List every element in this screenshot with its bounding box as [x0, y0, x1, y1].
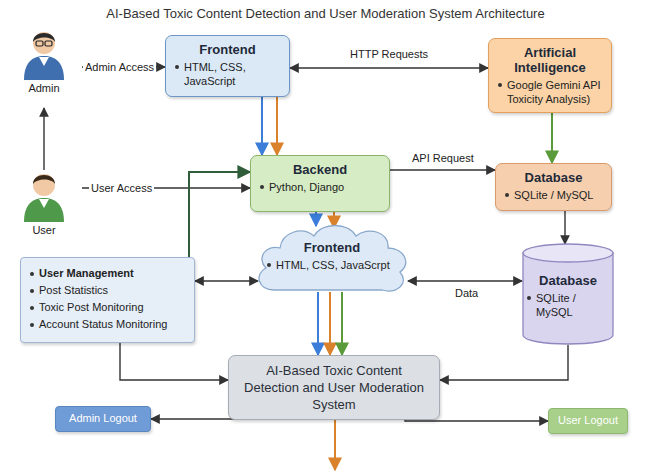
edge-label: Admin Access: [83, 61, 156, 73]
bullet-row: User Management: [29, 266, 186, 281]
node-heading: Frontend: [266, 240, 398, 255]
bullet-row: Post Statistics: [29, 283, 186, 298]
connector: [317, 292, 319, 355]
bullet-row: SQLite / MySQL: [526, 291, 610, 319]
bullet-dot: [505, 193, 509, 197]
bullet-dot: [527, 296, 531, 300]
connector: [315, 212, 317, 226]
edge-label: User Access: [89, 182, 154, 194]
btn-node: Admin Logout: [55, 406, 151, 432]
cyl-node: DatabaseSQLite / MySQL: [522, 243, 614, 345]
person-icon: [19, 168, 69, 222]
connector: [440, 345, 568, 380]
box-node: BackendPython, Django: [250, 155, 390, 212]
bullet-dot: [30, 272, 34, 276]
person-icon: [19, 26, 69, 80]
bullet-row: HTML, CSS, JavaScrpt: [266, 258, 398, 272]
connector: [276, 97, 278, 155]
connector: [189, 172, 250, 257]
person-node: User: [14, 168, 74, 248]
connector: [120, 343, 228, 380]
edge-label: HTTP Requests: [348, 48, 430, 60]
box-node: Artificial IntelligenceGoogle Gemini API…: [488, 38, 612, 113]
connector: [551, 113, 553, 163]
connector: [43, 108, 44, 170]
logout-label: Admin Logout: [62, 412, 144, 424]
edge-label: Data: [453, 287, 480, 299]
bullet-row: Google Gemini API Toxicity Analysis): [497, 78, 603, 106]
connector: [261, 97, 263, 155]
node-heading: Artificial Intelligence: [497, 45, 603, 75]
person-label: User: [14, 224, 74, 236]
system-title: AI-Based Toxic Content Detection and Use…: [239, 362, 429, 413]
bullet-dot: [267, 263, 271, 267]
bullet-text: Python, Django: [269, 181, 344, 193]
connector: [564, 211, 565, 244]
bullet-dot: [175, 65, 179, 69]
bullet-row: Python, Django: [259, 180, 381, 194]
connector: [195, 280, 258, 281]
bullet-text: Google Gemini API Toxicity Analysis): [507, 79, 601, 105]
bullet-row: Account Status Monitoring: [29, 317, 186, 332]
node-heading: Database: [504, 170, 603, 185]
connector: [341, 292, 343, 355]
person-label: Admin: [14, 82, 74, 94]
logout-label: User Logout: [555, 414, 621, 426]
node-heading: Frontend: [174, 42, 281, 57]
connector: [405, 420, 548, 421]
btn-node: User Logout: [548, 408, 628, 434]
bullet-text: Toxic Post Monitoring: [39, 301, 144, 313]
list-node: User ManagementPost StatisticsToxic Post…: [20, 257, 195, 343]
box-node: DatabaseSQLite / MySQL: [495, 163, 612, 211]
bullet-row: HTML, CSS, JavaScript: [174, 60, 281, 88]
center-node: AI-Based Toxic Content Detection and Use…: [228, 355, 440, 420]
bullet-text: Account Status Monitoring: [39, 318, 167, 330]
cloud-node: FrontendHTML, CSS, JavaScrpt: [252, 218, 412, 298]
bullet-dot: [498, 83, 502, 87]
bullet-text: HTML, CSS, JavaScrpt: [276, 259, 390, 271]
bullet-text: SQLite / MySQL: [536, 292, 576, 318]
diagram-title: AI-Based Toxic Content Detection and Use…: [0, 6, 651, 21]
bullet-text: User Management: [39, 267, 134, 279]
connector: [390, 169, 495, 170]
bullet-text: HTML, CSS, JavaScript: [184, 61, 246, 87]
cloud-shape: [252, 218, 412, 298]
bullet-dot: [30, 306, 34, 310]
bullet-text: Post Statistics: [39, 284, 108, 296]
node-heading: Database: [526, 273, 610, 288]
bullet-text: SQLite / MySQL: [514, 189, 593, 201]
bullet-row: SQLite / MySQL: [504, 188, 603, 202]
edge-label: API Request: [410, 152, 476, 164]
connector: [290, 67, 488, 68]
person-node: Admin: [14, 26, 74, 106]
connector: [408, 280, 522, 281]
bullet-row: Toxic Post Monitoring: [29, 300, 186, 315]
bullet-dot: [30, 323, 34, 327]
box-node: FrontendHTML, CSS, JavaScript: [165, 35, 290, 97]
bullet-dot: [260, 185, 264, 189]
node-heading: Backend: [259, 162, 381, 177]
connector: [329, 292, 331, 355]
bullet-dot: [30, 289, 34, 293]
